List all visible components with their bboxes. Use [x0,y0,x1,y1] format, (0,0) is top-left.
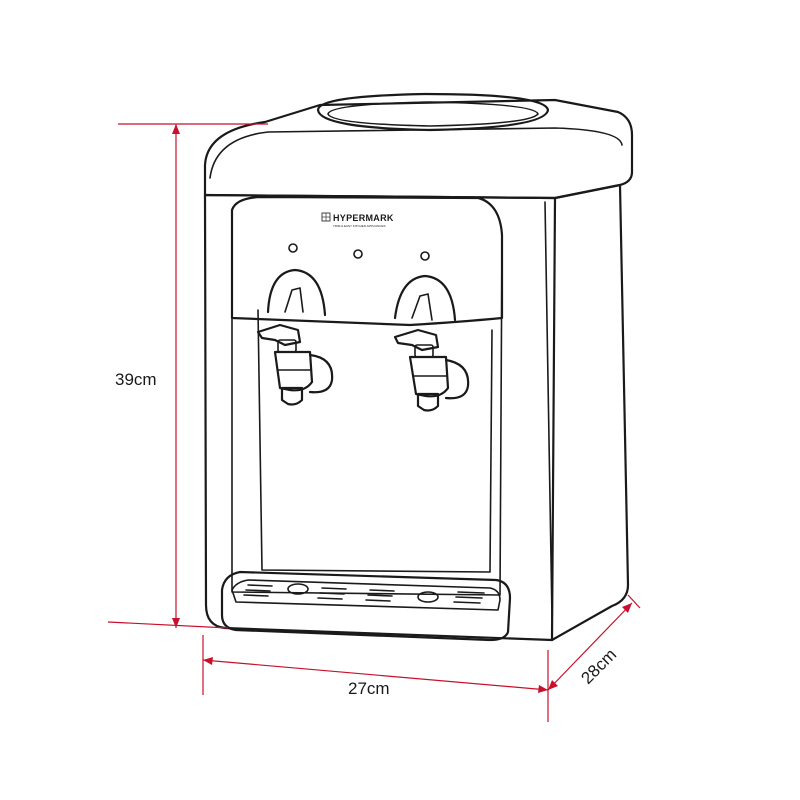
tap-hood-left-inner [284,287,304,313]
indicator-light-left [288,243,298,253]
width-dimension: 27cm [202,635,549,722]
width-arrow-right [538,685,548,693]
top-cap-edge [209,127,623,179]
side-panel [550,183,630,642]
brand-tagline: TRIM & EASY KITCHEN APPLIANCES [333,224,385,228]
control-band [230,195,504,327]
side-panel-inner [544,201,553,619]
drip-tray-hole-left [287,583,309,595]
height-arrow-bottom [172,618,180,628]
front-panel [203,193,557,642]
drip-tray [220,570,512,642]
width-label: 27cm [348,679,390,698]
height-label: 39cm [115,370,157,389]
dispenser-body: HYPERMARK TRIM & EASY KITCHEN APPLIANCES [203,92,634,642]
tap-hood-right [393,274,457,322]
front-recess-inner [257,309,493,573]
tap-hood-right-inner [411,293,433,321]
brand-name: HYPERMARK [333,213,394,223]
drip-tray-slots [243,584,485,604]
depth-dimension-line [547,602,633,691]
width-arrow-left [203,657,213,665]
indicator-light-right [420,251,430,261]
indicator-light-middle [353,249,363,259]
top-ring-outer [316,92,550,132]
drip-tray-hole-right [417,591,439,603]
brand-logo: HYPERMARK TRIM & EASY KITCHEN APPLIANCES [321,212,394,228]
depth-dimension: 28cm [547,594,641,691]
depth-arrow-top [622,603,632,613]
tap-right [393,328,470,412]
depth-label: 28cm [577,645,620,688]
height-dimension: 39cm [107,123,268,629]
tap-hood-left [266,268,327,317]
depth-ext-right [627,594,641,609]
height-ext-bottom [107,621,229,629]
tap-left [256,323,334,406]
top-cap [203,98,634,200]
top-ring-inner [327,101,539,127]
depth-arrow-bottom [548,680,558,690]
width-dimension-line [202,659,549,691]
height-arrow-top [172,124,180,134]
